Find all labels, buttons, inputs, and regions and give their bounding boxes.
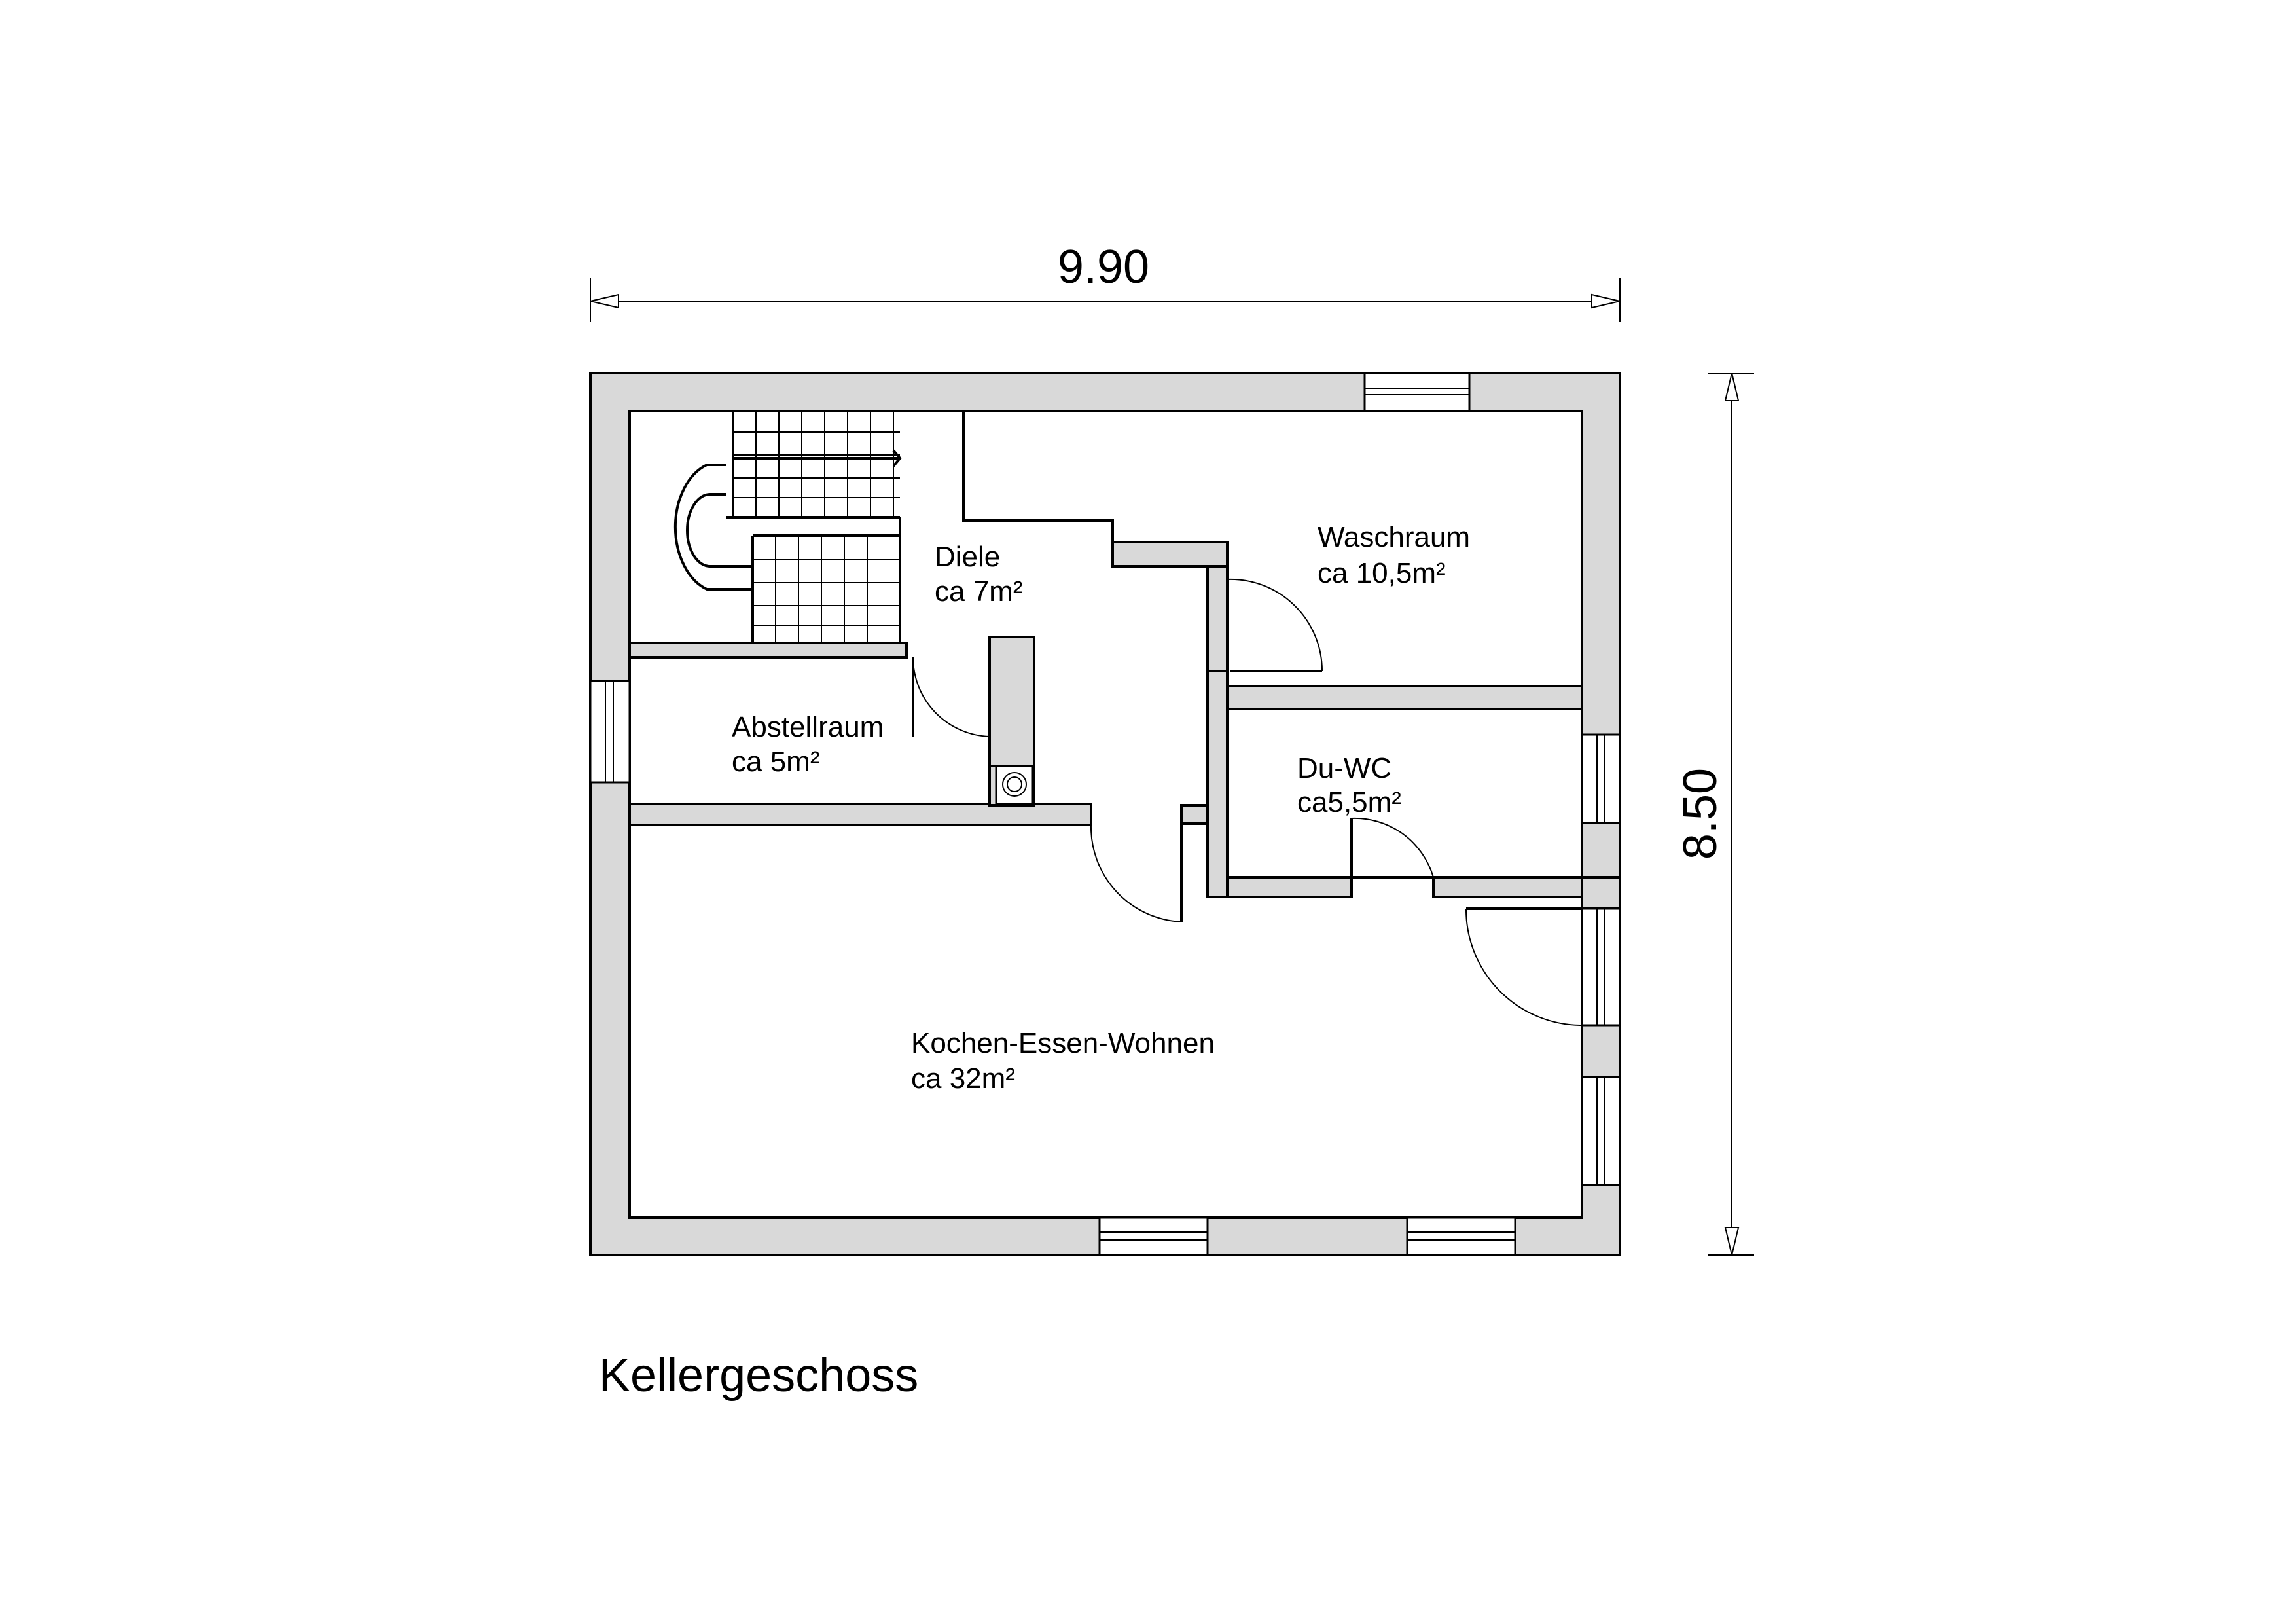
- room-diele: Diele ca 7m²: [935, 541, 1022, 608]
- window-right-lower: [1581, 1076, 1621, 1186]
- window-top: [1363, 372, 1471, 412]
- room-abstellraum-name: Abstellraum: [732, 711, 884, 743]
- room-kochen-name: Kochen-Essen-Wohnen: [911, 1027, 1215, 1059]
- room-du-wc-area: ca5,5m²: [1297, 786, 1401, 818]
- width-dimension: 9.90: [590, 241, 1621, 322]
- room-waschraum-area: ca 10,5m²: [1318, 557, 1446, 589]
- room-du-wc-name: Du-WC: [1297, 752, 1391, 784]
- room-kochen-essen-wohnen: Kochen-Essen-Wohnen ca 32m²: [911, 1027, 1215, 1095]
- room-abstellraum: Abstellraum ca 5m²: [732, 711, 884, 778]
- window-left: [589, 680, 631, 784]
- room-abstellraum-area: ca 5m²: [732, 746, 819, 778]
- window-right-duwc: [1581, 733, 1621, 824]
- room-kochen-area: ca 32m²: [911, 1063, 1015, 1095]
- windows: [589, 372, 1621, 1256]
- outer-wall: [589, 372, 1621, 1256]
- inner-walls: [628, 541, 1621, 910]
- room-du-wc: Du-WC ca5,5m²: [1297, 752, 1401, 818]
- window-right-middle: [1581, 907, 1621, 1027]
- room-waschraum-name: Waschraum: [1318, 521, 1470, 553]
- height-dimension-label: 8.50: [1674, 768, 1727, 860]
- room-waschraum: Waschraum ca 10,5m²: [1318, 521, 1470, 589]
- chimney: [988, 765, 1035, 807]
- doors: [912, 578, 1583, 1026]
- room-diele-area: ca 7m²: [935, 575, 1022, 608]
- width-dimension-label: 9.90: [1058, 241, 1149, 293]
- room-diele-name: Diele: [935, 541, 1000, 573]
- window-bottom-right: [1406, 1216, 1516, 1256]
- height-dimension: 8.50: [1674, 373, 1754, 1256]
- staircase: [673, 411, 902, 643]
- window-bottom-left: [1098, 1216, 1209, 1256]
- plan-caption: Kellergeschoss: [599, 1349, 918, 1402]
